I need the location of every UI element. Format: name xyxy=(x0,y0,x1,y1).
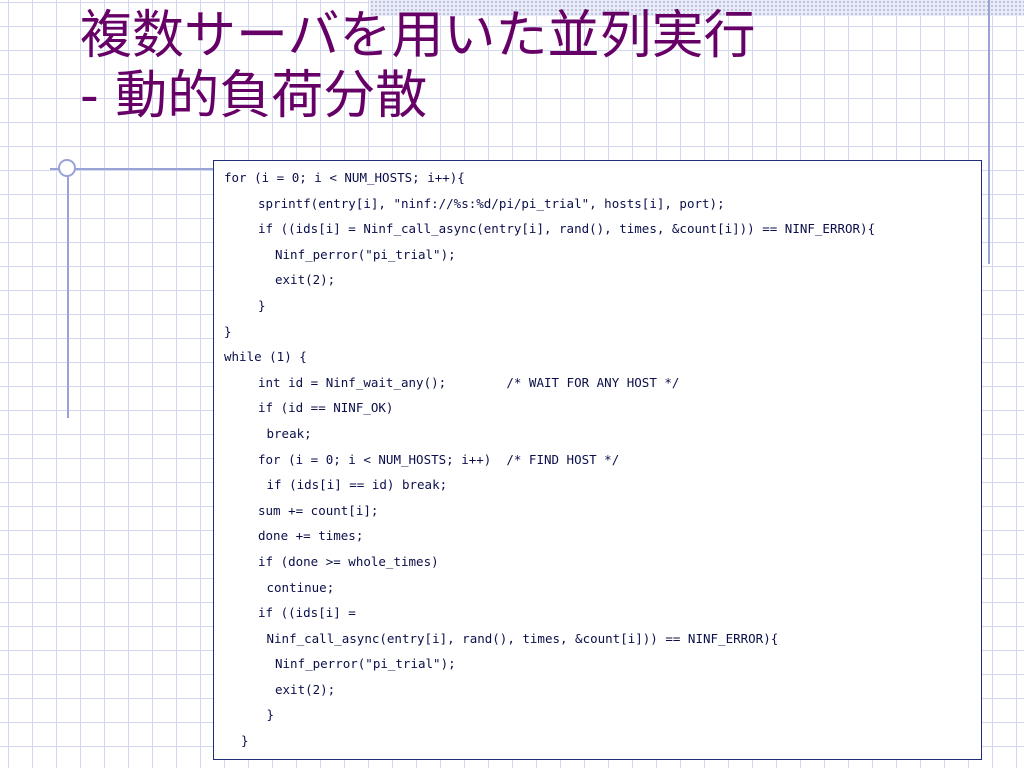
code-line: break; xyxy=(266,425,312,441)
decorative-horizontal-rule xyxy=(50,168,220,170)
code-line: } xyxy=(266,707,275,723)
code-line: sum += count[i]; xyxy=(258,502,379,518)
code-line: } xyxy=(224,323,232,339)
decorative-vertical-rule-right xyxy=(988,0,990,264)
code-line: continue; xyxy=(266,579,335,595)
decorative-dot-band xyxy=(370,0,1024,16)
code-line: Ninf_call_async(entry[i], rand(), times,… xyxy=(266,630,779,646)
slide-title-line-2: - 動的負荷分散 xyxy=(80,66,428,126)
code-line: } xyxy=(241,733,249,749)
code-line: if ((ids[i] = xyxy=(258,605,356,621)
slide-title-line-1: 複数サーバを用いた並列実行 xyxy=(80,6,756,66)
code-line: while (1) { xyxy=(224,349,307,365)
code-line-list: for (i = 0; i < NUM_HOSTS; i++){ sprintf(… xyxy=(224,169,875,758)
code-line: exit(2); xyxy=(275,272,336,288)
code-line: sprintf(entry[i], "ninf://%s:%d/pi/pi_tr… xyxy=(258,195,725,211)
code-line: for (i = 0; i < NUM_HOSTS; i++) /* FIND … xyxy=(258,451,620,467)
code-line: Ninf_perror("pi_trial"); xyxy=(275,656,456,672)
code-line: if (done >= whole_times) xyxy=(258,553,439,569)
code-line: exit(2); xyxy=(275,681,336,697)
code-line: if (ids[i] == id) break; xyxy=(266,477,448,493)
decorative-vertical-rule-left xyxy=(67,170,69,418)
code-block: for (i = 0; i < NUM_HOSTS; i++){ sprintf(… xyxy=(213,160,982,760)
code-line: if ((ids[i] = Ninf_call_async(entry[i], … xyxy=(258,221,876,237)
slide-title: 複数サーバを用いた並列実行 - 動的負荷分散 xyxy=(80,6,755,126)
code-line: } xyxy=(258,297,266,313)
code-line: for (i = 0; i < NUM_HOSTS; i++){ xyxy=(224,170,465,185)
code-line: if (id == NINF_OK) xyxy=(258,400,394,416)
code-line: Ninf_perror("pi_trial"); xyxy=(275,246,456,262)
code-line: int id = Ninf_wait_any(); /* WAIT FOR AN… xyxy=(258,374,680,390)
code-line: done += times; xyxy=(258,528,364,544)
decorative-circle-icon xyxy=(58,159,76,177)
